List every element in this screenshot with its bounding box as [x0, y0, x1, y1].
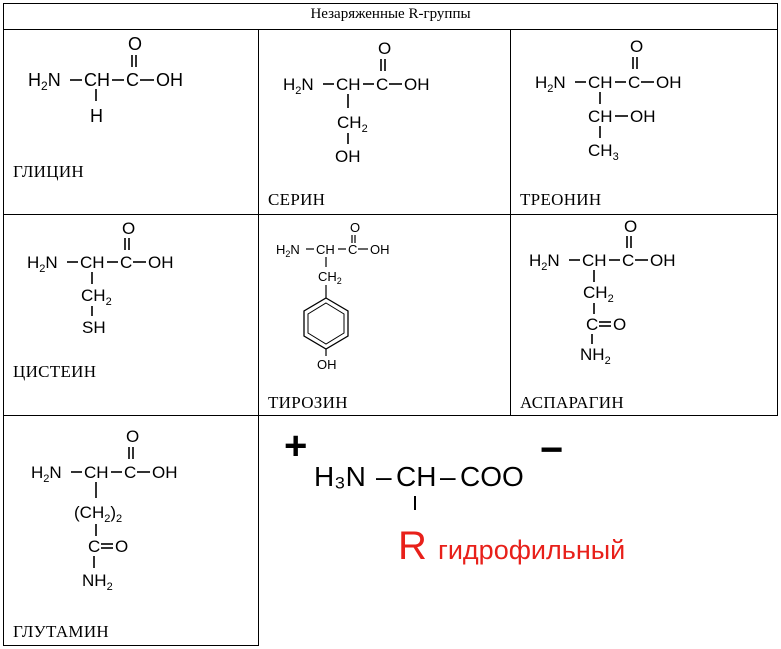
svg-text:CH: CH: [80, 253, 105, 272]
formula-plus-sign: +: [284, 424, 308, 468]
table-border-top: [3, 3, 778, 4]
formula-minus-sign: −: [540, 428, 564, 472]
svg-text:H: H: [90, 106, 103, 126]
svg-text:C: C: [88, 537, 100, 556]
svg-text:H2N: H2N: [276, 242, 300, 259]
svg-text:OH: OH: [650, 251, 676, 270]
threonine-name: ТРЕОНИН: [520, 190, 602, 209]
svg-text:C: C: [120, 253, 132, 272]
svg-text:C: C: [622, 251, 634, 270]
table-row3-bottom: [3, 645, 259, 646]
svg-text:(CH2)2: (CH2)2: [74, 503, 122, 525]
svg-text:OH: OH: [317, 357, 337, 372]
svg-text:C: C: [586, 315, 598, 334]
svg-text:CH2: CH2: [81, 286, 112, 308]
svg-text:H2N: H2N: [27, 253, 58, 275]
svg-text:O: O: [630, 37, 643, 56]
table-col1-divider: [258, 29, 259, 646]
svg-text:O: O: [378, 39, 391, 58]
svg-text:H2N: H2N: [31, 463, 62, 485]
svg-text:SH: SH: [82, 318, 106, 337]
glutamine-structure: H2N CH C OH O (CH2)2 C O NH2: [31, 427, 178, 593]
svg-text:H2N: H2N: [529, 251, 560, 273]
glycine-structure: H2N CH C OH O H: [28, 34, 183, 126]
formula-coo: COO: [460, 461, 524, 492]
svg-text:CH: CH: [336, 75, 361, 94]
svg-text:CH: CH: [588, 107, 613, 126]
svg-text:C: C: [126, 70, 139, 90]
tyrosine-name: ТИРОЗИН: [268, 393, 348, 412]
svg-text:NH2: NH2: [82, 571, 113, 593]
svg-text:C: C: [348, 242, 357, 257]
formula-ch: CH: [396, 461, 437, 492]
svg-text:CH: CH: [588, 73, 613, 92]
table-col2-divider: [510, 29, 511, 416]
svg-text:C: C: [124, 463, 136, 482]
svg-text:OH: OH: [656, 73, 682, 92]
asparagine-name: АСПАРАГИН: [520, 393, 624, 412]
serine-structure: H2N CH C OH O CH2 OH: [283, 39, 430, 166]
svg-text:OH: OH: [630, 107, 656, 126]
asparagine-structure: H2N CH C OH O CH2 C O NH2: [529, 217, 676, 367]
table-header-divider: [3, 29, 778, 30]
svg-text:CH2: CH2: [318, 269, 342, 286]
svg-text:H2N: H2N: [28, 70, 61, 93]
serine-name: СЕРИН: [268, 190, 326, 209]
svg-text:CH: CH: [84, 70, 110, 90]
formula-bond-2: –: [440, 461, 456, 492]
svg-text:OH: OH: [152, 463, 178, 482]
svg-text:CH: CH: [582, 251, 607, 270]
table-border-left: [3, 3, 4, 646]
svg-text:O: O: [128, 34, 142, 54]
table-border-right: [777, 3, 778, 416]
svg-text:H2N: H2N: [535, 73, 566, 95]
tyrosine-structure: H2N CH C OH O CH2 OH: [276, 220, 390, 372]
svg-text:CH2: CH2: [337, 113, 368, 135]
glycine-name: ГЛИЦИН: [13, 162, 84, 181]
svg-text:O: O: [613, 315, 626, 334]
threonine-structure: H2N CH C OH O CH OH CH3: [535, 37, 682, 163]
formula-bond-1: –: [376, 461, 392, 492]
svg-text:O: O: [350, 220, 360, 235]
formula-r-group: R: [398, 524, 427, 568]
svg-text:CH: CH: [84, 463, 109, 482]
svg-text:O: O: [122, 219, 135, 238]
svg-text:CH3: CH3: [588, 141, 619, 163]
svg-text:O: O: [624, 217, 637, 236]
cysteine-structure: H2N CH C OH O CH2 SH: [27, 219, 174, 337]
svg-text:C: C: [376, 75, 388, 94]
formula-hydrophilic-label: гидрофильный: [438, 535, 626, 565]
svg-text:OH: OH: [404, 75, 430, 94]
svg-text:OH: OH: [335, 147, 361, 166]
svg-text:OH: OH: [156, 70, 183, 90]
cysteine-name: ЦИСТЕИН: [13, 362, 97, 381]
formula-h3n: H₃N: [314, 461, 366, 492]
svg-text:NH2: NH2: [580, 345, 611, 367]
table-header: Незаряженные R-группы: [310, 6, 471, 22]
table-row1-divider: [3, 214, 778, 215]
svg-text:OH: OH: [370, 242, 390, 257]
formula-r-bond: [414, 496, 416, 510]
svg-text:C: C: [628, 73, 640, 92]
svg-text:OH: OH: [148, 253, 174, 272]
svg-text:O: O: [115, 537, 128, 556]
svg-text:H2N: H2N: [283, 75, 314, 97]
svg-text:O: O: [126, 427, 139, 446]
table-row2-divider: [3, 415, 778, 416]
svg-text:CH2: CH2: [583, 283, 614, 305]
glutamine-name: ГЛУТАМИН: [13, 622, 109, 641]
svg-text:CH: CH: [316, 242, 335, 257]
